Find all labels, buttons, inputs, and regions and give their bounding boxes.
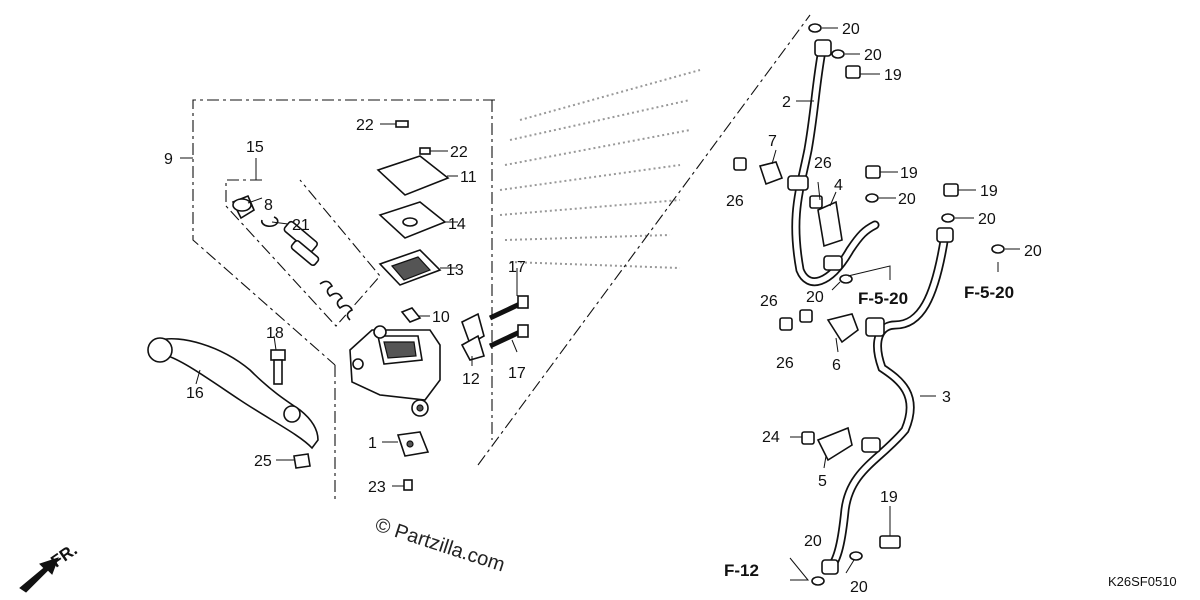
label-18: 18 [266,325,284,342]
screw-22a [380,120,409,128]
label-14: 14 [448,216,466,233]
stop-switch-1 [382,431,430,457]
label-5: 5 [818,473,827,490]
bolt-19a [845,65,880,79]
screw-23 [392,479,413,491]
label-20h: 20 [850,579,868,596]
leader-lines [180,100,999,581]
assembly-9-outline [192,14,811,500]
label-23: 23 [368,479,386,496]
label-19a: 19 [884,67,902,84]
label-11: 11 [460,169,477,186]
label-20b: 20 [864,47,882,64]
label-15: 15 [246,139,264,156]
label-8: 8 [264,197,273,214]
screw-22b [419,147,448,155]
callout-labels: 1 2 3 4 5 6 7 8 9 10 11 12 13 14 15 16 1… [164,21,1042,596]
bracket-5 [816,426,853,462]
clamp-4 [817,200,843,248]
label-17a: 17 [508,259,526,276]
pivot-bolt-18 [270,349,286,385]
circlip-21 [260,216,279,228]
ref-f-5-20-b: F-5-20 [964,283,1014,302]
bolt-19d [879,506,901,549]
label-20d: 20 [978,211,996,228]
washers-20 [808,23,1020,586]
bolt-19c [943,183,976,197]
label-26d: 26 [776,355,794,372]
boot-8 [231,194,256,220]
reservoir-cap-11 [376,155,450,196]
nut-25 [276,453,311,469]
front-direction-arrow: FR. [19,540,81,593]
label-9: 9 [164,151,173,168]
label-26b: 26 [814,155,832,172]
label-22a: 22 [356,117,374,134]
hose-2 [787,39,880,287]
label-13: 13 [446,262,464,279]
label-20e: 20 [1024,243,1042,260]
bolts-26 [733,157,823,331]
label-12: 12 [462,371,480,388]
label-2: 2 [782,94,791,111]
bracket-6 [826,313,859,344]
label-20g: 20 [804,533,822,550]
background-hatching [499,69,701,269]
label-22b: 22 [450,144,468,161]
piston [283,220,320,267]
bolt-17b [488,324,529,349]
hose-3 [821,227,954,575]
clamp-7 [758,161,784,186]
label-3: 3 [942,389,951,406]
label-25: 25 [254,453,272,470]
label-26c: 26 [760,293,778,310]
spring [319,280,354,321]
clip-10 [400,307,422,323]
label-1: 1 [368,435,377,452]
holder-12 [460,312,485,361]
label-24: 24 [762,429,780,446]
watermark: © Partzilla.com [372,514,507,577]
label-4: 4 [834,177,843,194]
label-7: 7 [768,133,777,150]
master-cylinder-body [349,325,441,417]
ref-f-12: F-12 [724,561,759,580]
label-26a: 26 [726,193,744,210]
label-16: 16 [186,385,204,402]
piston-kit-15-box [225,179,381,327]
label-19b: 19 [900,165,918,182]
bolt-19b [865,165,898,179]
bolt-17a [488,295,529,321]
label-19c: 19 [980,183,998,200]
label-19d: 19 [880,489,898,506]
label-6: 6 [832,357,841,374]
label-20c: 20 [898,191,916,208]
label-21: 21 [292,217,310,234]
label-20f: 20 [806,289,824,306]
diagram-code: K26SF0510 [1108,574,1177,589]
label-20a: 20 [842,21,860,38]
ref-f-5-20-a: F-5-20 [858,289,908,308]
nut-24 [801,431,815,445]
label-17b: 17 [508,365,526,382]
label-10: 10 [432,309,450,326]
brake-lever-16 [147,337,319,450]
